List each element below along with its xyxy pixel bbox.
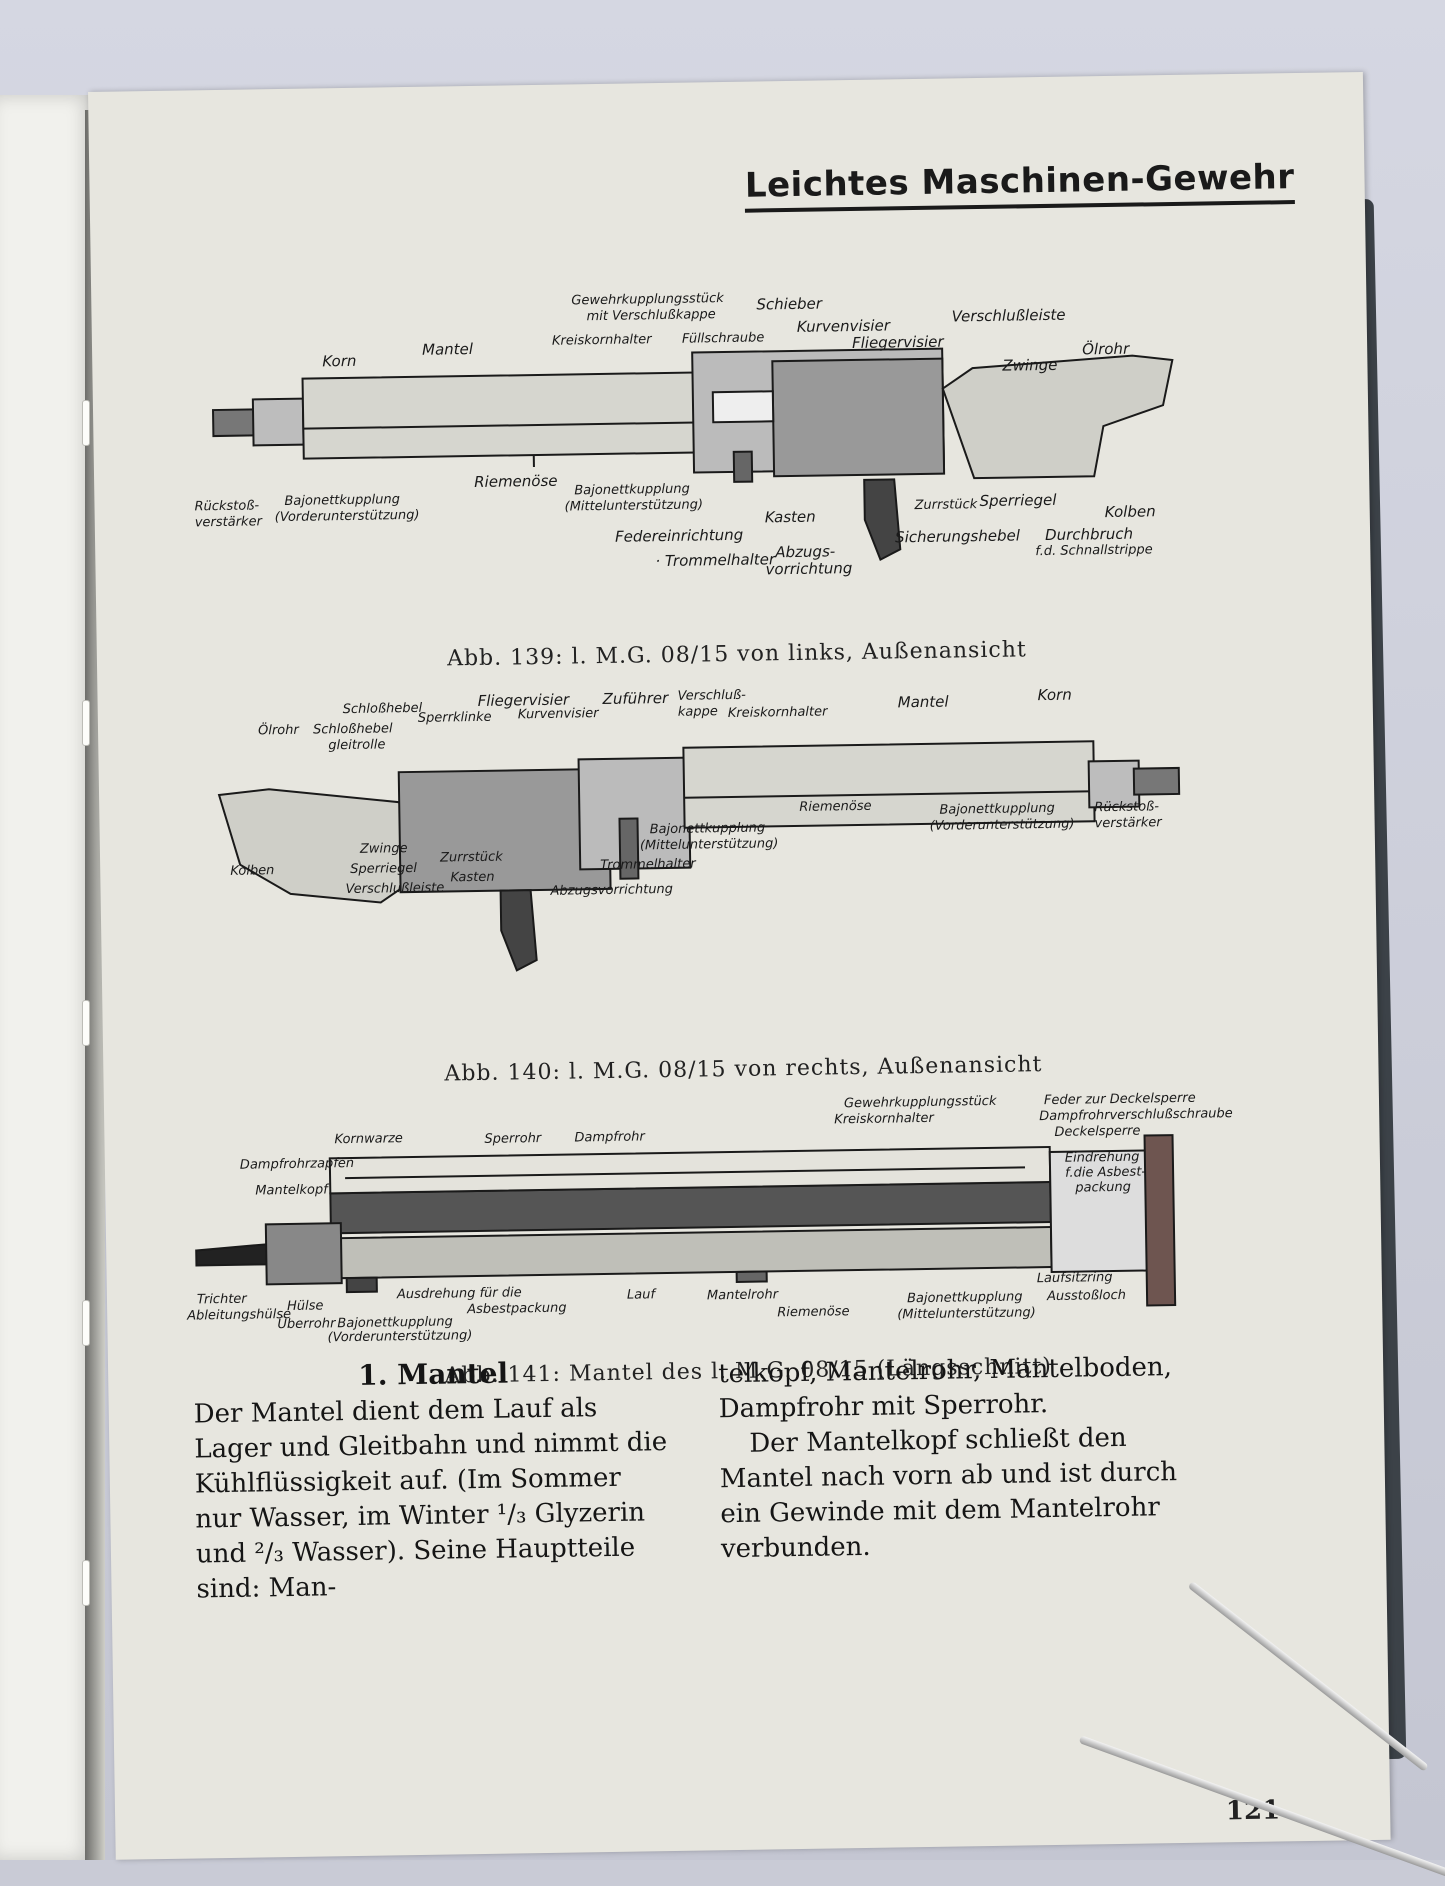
label-bajonett-vorder: Bajonettkupplung	[939, 802, 1055, 818]
label-federeinrichtung: Federeinrichtung	[615, 527, 743, 545]
label-fuellschraube: Füllschraube	[682, 331, 765, 346]
label-riemenoese: Riemenöse	[777, 1305, 849, 1320]
label-mittelunterstuetzung: (Mittelunterstützung)	[564, 498, 703, 514]
label-mantelrohr: Mantelrohr	[707, 1288, 778, 1303]
label-kolben: Kolben	[1105, 503, 1156, 520]
text-column-left: 1. Mantel Der Mantel dient dem Lauf als …	[193, 1353, 677, 1608]
label-dampfrohrzapfen: Dampfrohrzapfen	[240, 1157, 354, 1173]
label-korn: Korn	[1037, 687, 1071, 704]
label-kupplungsstueck: Gewehrkupplungsstück	[571, 292, 724, 308]
label-feder: Feder zur Deckelsperre	[1044, 1092, 1196, 1108]
label-mittelunterstuetzung: (Mittelunterstützung)	[640, 837, 779, 853]
label-dampfrohr: Dampfrohr	[574, 1130, 645, 1145]
label-riemenoese: Riemenöse	[799, 800, 871, 815]
label-zurrstueck: Zurrstück	[914, 498, 977, 513]
paragraph-mantel: Der Mantel dient dem Lauf als Lager und …	[194, 1390, 677, 1608]
binding-stitch	[82, 700, 90, 746]
label-zufuehrer: Zuführer	[602, 690, 668, 707]
mg-left-side-drawing	[171, 243, 1297, 661]
label-mittelunterstuetzung: (Mittelunterstützung)	[897, 1306, 1036, 1322]
section-title: 1. Mantel	[193, 1353, 673, 1396]
label-verschlussleiste: Verschlußleiste	[952, 307, 1066, 325]
label-kasten: Kasten	[450, 871, 494, 886]
label-kreiskornhalter: Kreiskornhalter	[728, 705, 828, 721]
label-kreiskornhalter: Kreiskornhalter	[834, 1112, 934, 1128]
label-abzugs: Abzugs-	[775, 543, 835, 560]
label-ausstossloch: Ausstoßloch	[1047, 1289, 1126, 1304]
label-verstaerker: verstärker	[195, 515, 262, 530]
label-zwinge: Zwinge	[1002, 357, 1057, 374]
label-sperriegel: Sperriegel	[979, 492, 1056, 509]
label-gleitrolle: Schloßhebel	[313, 722, 393, 737]
label-asbestpackung: Asbestpackung	[467, 1302, 567, 1318]
label-kupplungsstueck: Gewehrkupplungsstück	[844, 1095, 997, 1111]
binding-stitch	[82, 1560, 90, 1606]
label-vorderunterstuetzung: (Vorderunterstützung)	[930, 818, 1075, 834]
label-korn: Korn	[322, 353, 356, 370]
label-sperrohr: Sperrohr	[484, 1132, 541, 1147]
left-page-edge	[0, 95, 95, 1860]
figure-140: Schloßhebel Fliegervisier Zuführer Versc…	[177, 648, 1304, 1096]
label-mantel: Mantel	[898, 694, 949, 711]
paragraph-hauptteile: telkopf, Mantelrohr, Mantelboden, Dampfr…	[718, 1350, 1199, 1428]
label-sicherungshebel: Sicherungshebel	[895, 527, 1020, 545]
label-zwinge: Zwinge	[360, 842, 408, 857]
label-gleitrolle-2: gleitrolle	[328, 738, 385, 753]
label-verstaerker: verstärker	[1095, 816, 1162, 831]
label-trichter: Trichter	[197, 1293, 247, 1308]
label-schlosshebel: Schloßhebel	[343, 702, 423, 717]
label-abzugsvorrichtung: Abzugsvorrichtung	[551, 883, 674, 899]
label-vorderunterstuetzung: (Vorderunterstützung)	[275, 509, 420, 525]
label-kreiskornhalter: Kreiskornhalter	[552, 333, 652, 349]
label-schnallstrippe: f.d. Schnallstrippe	[1035, 543, 1153, 559]
label-oelrohr: Ölrohr	[258, 724, 299, 739]
paragraph-mantelkopf: Der Mantelkopf schließt den Mantel nach …	[719, 1420, 1201, 1568]
label-kasten: Kasten	[765, 509, 816, 526]
label-laufsitzring: Laufsitzring	[1037, 1271, 1113, 1286]
label-fliegervisier: Fliegervisier	[852, 334, 944, 351]
label-kurvenvisier: Kurvenvisier	[797, 317, 890, 334]
label-sperriegel: Sperriegel	[350, 862, 417, 877]
label-bajonett-vorder: Bajonettkupplung	[284, 493, 400, 509]
label-kappe: kappe	[678, 705, 718, 720]
page-header: Leichtes Maschinen-Gewehr	[745, 157, 1295, 213]
binding-stitch	[82, 1300, 90, 1346]
label-ausdrehung: Ausdrehung für die	[397, 1286, 522, 1302]
figure-139: Korn Mantel Gewehrkupplungsstück mit Ver…	[171, 243, 1298, 701]
label-trommelhalter: Trommelhalter	[600, 858, 696, 873]
binding-stitch	[82, 400, 90, 446]
label-vorrichtung: vorrichtung	[765, 560, 852, 577]
label-verschlussleiste: Verschlußleiste	[345, 882, 444, 898]
label-bajonett-mittel: Bajonettkupplung	[650, 821, 766, 837]
label-eindrehung-3: packung	[1075, 1181, 1131, 1196]
label-sperrklinke: Sperrklinke	[418, 711, 492, 726]
label-kornwarze: Kornwarze	[334, 1132, 403, 1147]
label-mantel: Mantel	[422, 341, 473, 358]
label-verschlusskappe: mit Verschlußkappe	[586, 308, 715, 324]
label-zurrstueck: Zurrstück	[440, 851, 503, 866]
label-ableitungshuelse: Ableitungshülse	[187, 1308, 291, 1324]
label-riemenoese: Riemenöse	[474, 473, 558, 490]
label-deckelsperre: Deckelsperre	[1054, 1125, 1140, 1140]
label-kurvenvisier: Kurvenvisier	[518, 707, 599, 722]
label-durchbruch: Durchbruch	[1045, 526, 1133, 543]
label-oelrohr: Ölrohr	[1082, 341, 1129, 358]
label-lauf: Lauf	[627, 1288, 655, 1302]
label-huelse: Hülse	[287, 1299, 324, 1314]
text-column-right: telkopf, Mantelrohr, Mantelboden, Dampfr…	[718, 1350, 1201, 1568]
label-trommelhalter: · Trommelhalter	[655, 551, 775, 569]
label-schieber: Schieber	[756, 295, 822, 312]
label-bajonett-mittel: Bajonettkupplung	[574, 483, 690, 499]
label-rueckstoss: Rückstoß-	[1094, 800, 1159, 815]
label-verschluss: Verschluß-	[677, 689, 746, 704]
label-eindrehung-2: f.die Asbest-	[1065, 1166, 1146, 1181]
label-eindrehung: Eindrehung	[1065, 1151, 1140, 1166]
label-mantelkopf: Mantelkopf	[255, 1183, 328, 1198]
label-bajonett-mittel: Bajonettkupplung	[907, 1290, 1023, 1306]
label-vorderunterstuetzung: (Vorderunterstützung)	[327, 1329, 472, 1345]
label-rueckstoss: Rückstoß-	[194, 499, 259, 514]
binding-stitch	[82, 1000, 90, 1046]
label-kolben: Kolben	[230, 864, 274, 879]
